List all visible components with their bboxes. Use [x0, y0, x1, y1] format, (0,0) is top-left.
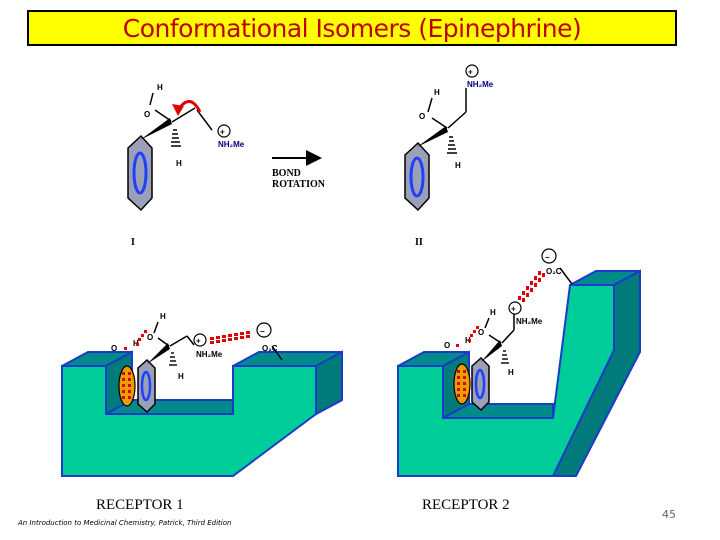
slide-title: Conformational Isomers (Epinephrine) [122, 13, 582, 43]
atom-h-bottom-1: H [176, 159, 182, 168]
title-bar: Conformational Isomers (Epinephrine) [27, 10, 677, 46]
atom-o-2: O [419, 112, 425, 121]
receptor-2: H O H O H + NH₂Me − O₂C [397, 248, 641, 477]
ring-pi-cloud-1 [132, 151, 148, 195]
r1-atom-o-receptor: O [111, 344, 117, 353]
structure-2: H O H + NH₂Me II [404, 64, 494, 248]
r2-carboxylate: O₂C [546, 267, 562, 276]
r2-atom-h-top: H [490, 308, 496, 317]
receptor-2-caption: RECEPTOR 2 [422, 497, 510, 513]
plus-sign-2: + [468, 68, 473, 77]
r2-atom-h-bottom: H [508, 368, 514, 377]
atom-h-top-1: H [157, 83, 163, 92]
r1-ionic-interaction [210, 331, 250, 344]
r2-minus-sign: − [545, 253, 550, 262]
r2-amine-group: NH₂Me [516, 317, 543, 326]
bond-rotation-arrow: BOND ROTATION [272, 150, 326, 190]
arrow-label-rotation: ROTATION [272, 179, 326, 190]
benzene-ring-1 [127, 134, 153, 212]
structure-1: H O H + NH₂Me I [127, 83, 245, 248]
r2-plus-sign: + [511, 305, 516, 314]
atom-h-top-2: H [434, 88, 440, 97]
benzene-ring-2 [404, 141, 430, 212]
plus-sign-1: + [220, 128, 225, 137]
r1-plus-sign: + [196, 337, 201, 346]
ring-pi-cloud-2 [409, 156, 425, 198]
receptor-1: H O H O H + NH₂Me − O₂C [61, 312, 343, 477]
r1-atom-o: O [147, 333, 153, 342]
r2-atom-o: O [478, 328, 484, 337]
arrow-label-bond: BOND [272, 168, 301, 179]
r1-carboxylate: O₂C [262, 344, 278, 353]
page-number: 45 [662, 508, 676, 521]
amine-group-1: NH₂Me [218, 140, 245, 149]
r2-ionic-interaction [518, 271, 545, 302]
r1-atom-h-bottom: H [178, 372, 184, 381]
r2-atom-o-receptor: O [444, 341, 450, 350]
r1-minus-sign: − [260, 327, 265, 336]
source-credit: An Introduction to Medicinal Chemistry, … [18, 519, 232, 527]
r1-amine-group: NH₂Me [196, 350, 223, 359]
amine-group-2: NH₂Me [467, 80, 494, 89]
isomer-2-label: II [415, 237, 423, 248]
atom-h-bottom-2: H [455, 161, 461, 170]
atom-o-1: O [144, 110, 150, 119]
r1-atom-h-top: H [160, 312, 166, 321]
isomer-1-label: I [131, 237, 135, 248]
receptor-1-caption: RECEPTOR 1 [96, 497, 184, 513]
